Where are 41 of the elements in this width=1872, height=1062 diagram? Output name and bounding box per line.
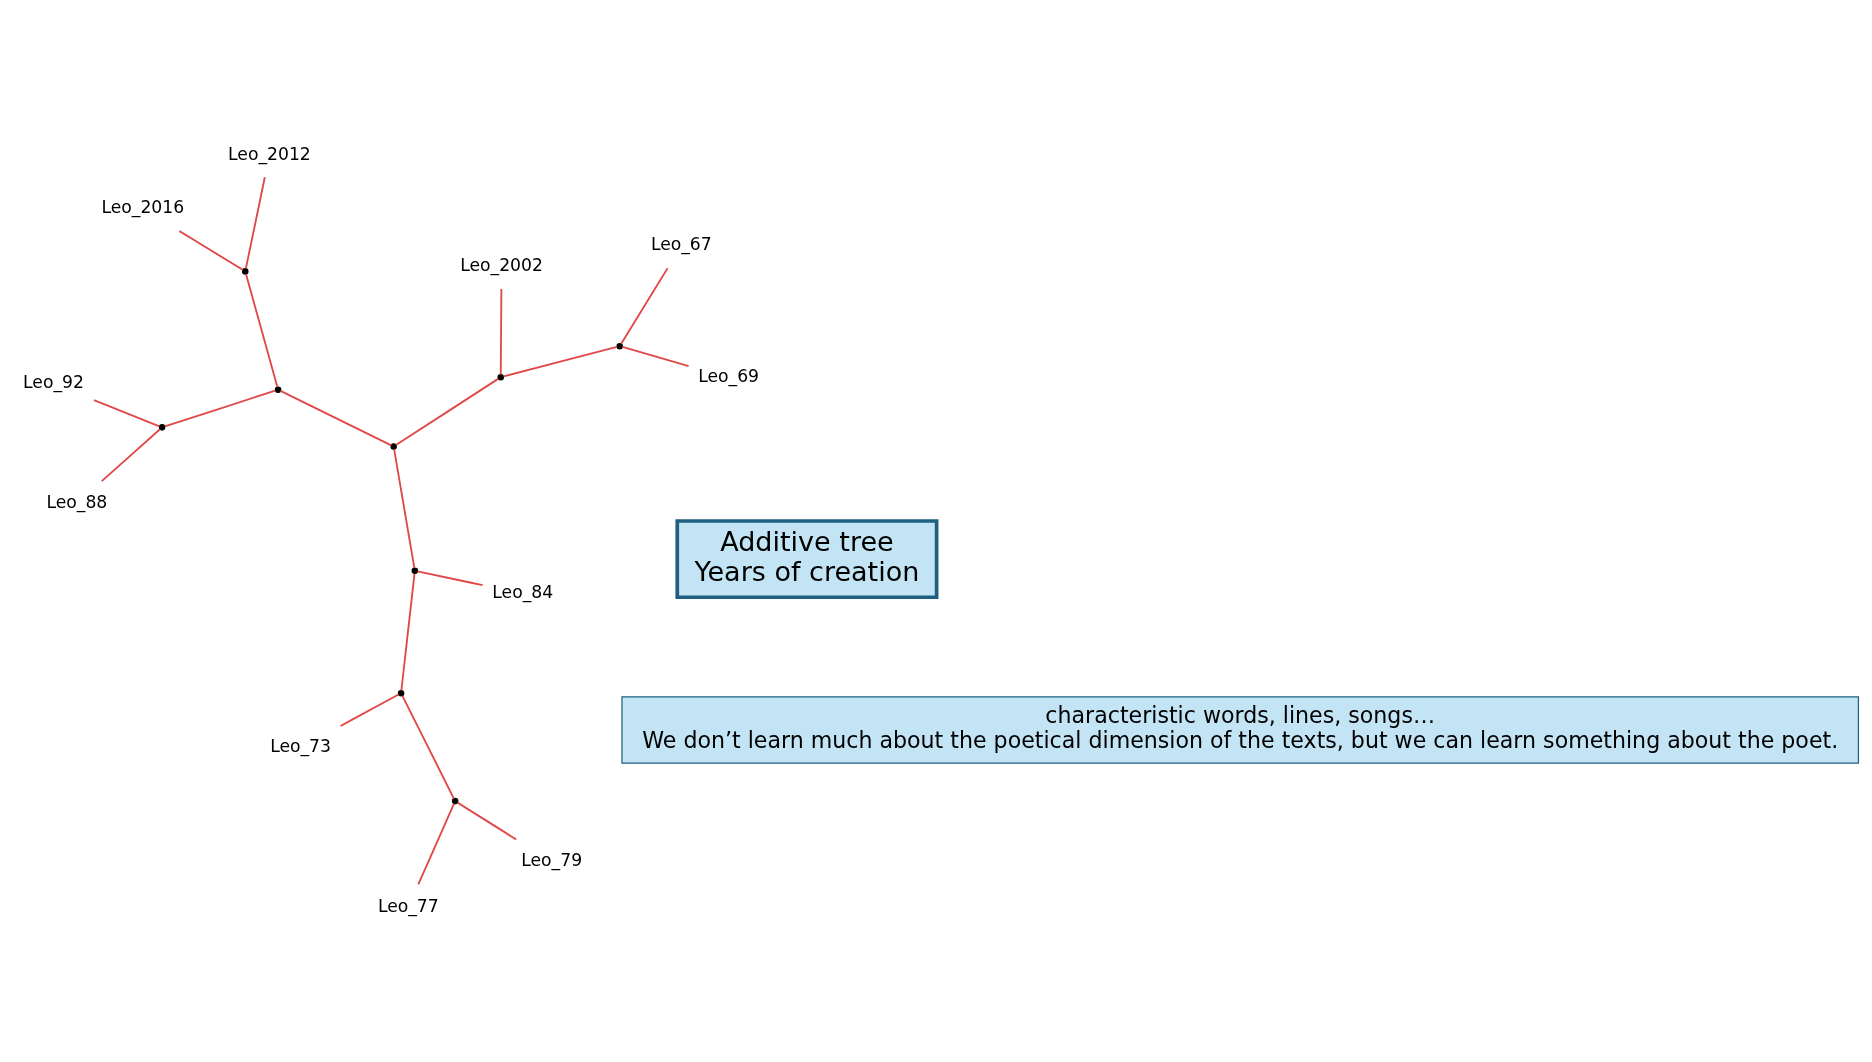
connector bbox=[401, 694, 455, 800]
connector bbox=[244, 176, 266, 270]
connector bbox=[245, 273, 279, 388]
node-text: Leo_79 bbox=[521, 850, 583, 871]
connector bbox=[416, 570, 484, 587]
connector bbox=[456, 801, 518, 841]
connector bbox=[502, 346, 618, 378]
node-text: Leo_2012 bbox=[228, 143, 311, 164]
connector bbox=[400, 572, 416, 692]
node-circle bbox=[451, 797, 459, 805]
connector bbox=[279, 389, 393, 447]
connector bbox=[499, 288, 503, 376]
connector bbox=[339, 693, 400, 727]
connector bbox=[620, 267, 669, 345]
node-circle bbox=[411, 567, 419, 575]
node-circle bbox=[274, 386, 282, 393]
node-circle bbox=[616, 342, 623, 350]
node-circle bbox=[242, 268, 249, 275]
node-text: Leo_2002 bbox=[460, 255, 543, 276]
connector bbox=[100, 428, 161, 483]
node-text: Leo_77 bbox=[377, 895, 439, 916]
node-text: Leo_73 bbox=[270, 736, 331, 757]
node-text: Leo_69 bbox=[698, 366, 760, 387]
node-circle bbox=[390, 443, 397, 450]
connector bbox=[178, 230, 244, 271]
node-circle bbox=[158, 424, 166, 431]
connector bbox=[395, 377, 500, 446]
connector bbox=[393, 448, 416, 569]
node-box: characteristic words, lines, songs… We don’t learn much about the poetical dimension of the texts, but we can learn something about the poet. bbox=[621, 696, 1860, 764]
node-text: Leo_2016 bbox=[101, 197, 185, 218]
connector bbox=[163, 389, 277, 428]
node-box: Additive tree Years of creation bbox=[675, 519, 939, 600]
connector bbox=[621, 346, 690, 367]
node-text: Leo_67 bbox=[650, 234, 712, 255]
connector bbox=[417, 802, 455, 886]
node-circle bbox=[497, 373, 504, 381]
node-circle bbox=[397, 689, 405, 697]
node-text: Leo_88 bbox=[46, 491, 108, 512]
node-text: Leo_84 bbox=[492, 582, 554, 603]
node-text: Leo_92 bbox=[23, 372, 84, 393]
connector bbox=[93, 399, 161, 428]
